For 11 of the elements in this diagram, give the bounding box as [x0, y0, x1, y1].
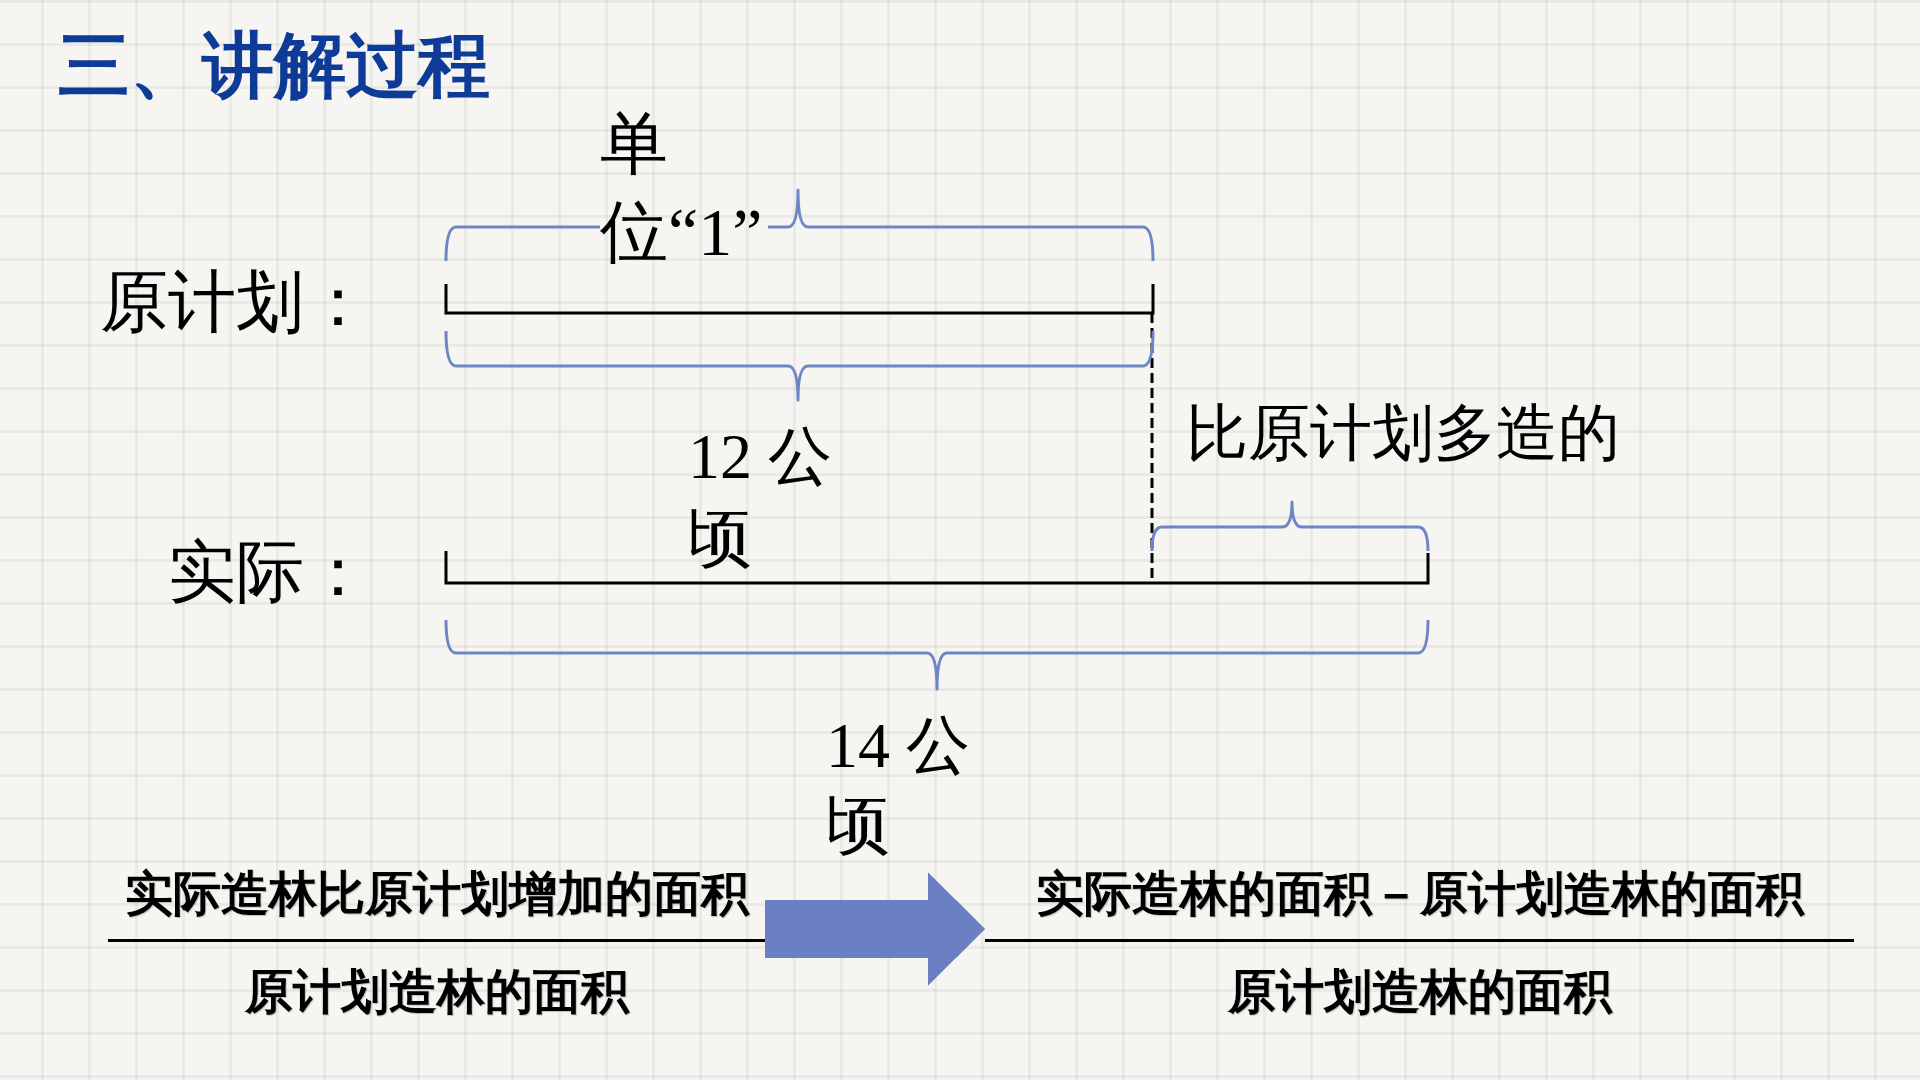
brace-label: 比原计划多造的 [1186, 398, 1620, 469]
numerator-text: 实际造林比原计划增加的面积 [124, 866, 749, 922]
brace-label: 12 公顷 [688, 420, 833, 576]
block-arrow [765, 872, 985, 986]
row-label: 原计划： [100, 263, 372, 342]
section-title: 三、讲解过程 [58, 24, 490, 107]
denominator-text: 原计划造林的面积 [244, 964, 629, 1020]
denominator-text: 原计划造林的面积 [1227, 964, 1612, 1020]
row-label: 实际： [168, 533, 372, 612]
brace-label: 14 公顷 [826, 709, 971, 863]
numerator-text: 实际造林的面积－原计划造林的面积 [1035, 866, 1804, 922]
